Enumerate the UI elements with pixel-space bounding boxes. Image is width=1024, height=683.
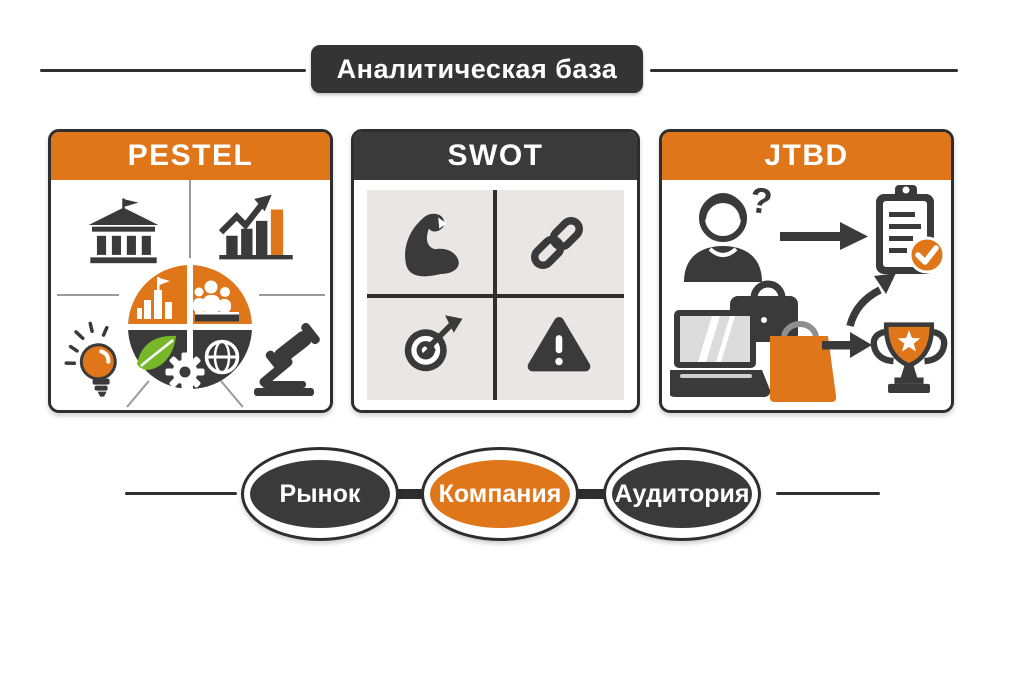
arrow-right-icon: [822, 332, 872, 358]
shopping-bag-icon: [769, 321, 837, 402]
strength-bicep-icon: [405, 213, 459, 277]
card-swot-body: [354, 180, 637, 410]
page-title: Аналитическая база: [336, 53, 618, 84]
card-pestel: PESTEL: [48, 129, 333, 413]
card-swot-header: SWOT: [354, 132, 637, 180]
flow-node-audience-fill: Аудитория: [612, 460, 752, 528]
card-jtbd: JTBD ?: [659, 129, 954, 413]
target-arrow-icon: [404, 315, 463, 372]
flow-node-market-label: Рынок: [279, 479, 361, 508]
card-jtbd-header: JTBD: [662, 132, 951, 180]
flow-node-market: Рынок: [241, 447, 399, 541]
card-jtbd-body: ?: [662, 179, 951, 410]
warning-triangle-icon: [527, 316, 591, 372]
products-group-icon: [670, 280, 837, 402]
flow-node-company-label: Компания: [438, 479, 562, 508]
card-swot-title: SWOT: [447, 139, 544, 172]
pestel-divider-left: [57, 294, 119, 296]
flow-node-company-fill: Компания: [430, 460, 570, 528]
card-swot: SWOT: [351, 129, 640, 413]
gavel-icon: [254, 322, 320, 396]
person-question-icon: [684, 193, 762, 282]
trophy-star-icon: [870, 322, 948, 393]
chain-link-icon: [531, 217, 583, 269]
card-pestel-title: PESTEL: [127, 139, 254, 172]
growth-curve-arrow-icon: [846, 273, 896, 328]
flow-line-right: [776, 492, 880, 495]
leaf-icon: [137, 335, 176, 370]
title-banner: Аналитическая база: [311, 45, 643, 93]
flow-connector-1: [394, 489, 426, 499]
card-pestel-body: [51, 180, 330, 410]
flow-line-left: [125, 492, 237, 495]
laptop-icon: [670, 310, 771, 397]
card-pestel-header: PESTEL: [51, 132, 330, 180]
globe-icon: [204, 339, 240, 375]
growth-chart-icon: [218, 194, 293, 260]
header-line-left: [40, 69, 306, 72]
city-icon: [137, 277, 172, 319]
pestel-divider-right: [259, 294, 325, 296]
header-line-right: [650, 69, 958, 72]
pestel-wheel-icon: [125, 262, 255, 392]
arrow-right-icon: [780, 222, 868, 250]
flow-connector-2: [574, 489, 608, 499]
flow-node-audience: Аудитория: [603, 447, 761, 541]
bank-icon: [88, 198, 159, 264]
pestel-divider-vertical: [189, 180, 191, 258]
flow-node-audience-label: Аудитория: [614, 479, 750, 508]
lightbulb-icon: [64, 321, 117, 397]
flow-node-market-fill: Рынок: [250, 460, 390, 528]
clipboard-check-icon: [876, 185, 946, 274]
swot-divider-horizontal: [367, 294, 624, 298]
flow-node-company: Компания: [421, 447, 579, 541]
gear-icon: [165, 352, 205, 392]
people-icon: [193, 280, 239, 322]
card-jtbd-title: JTBD: [764, 139, 849, 172]
